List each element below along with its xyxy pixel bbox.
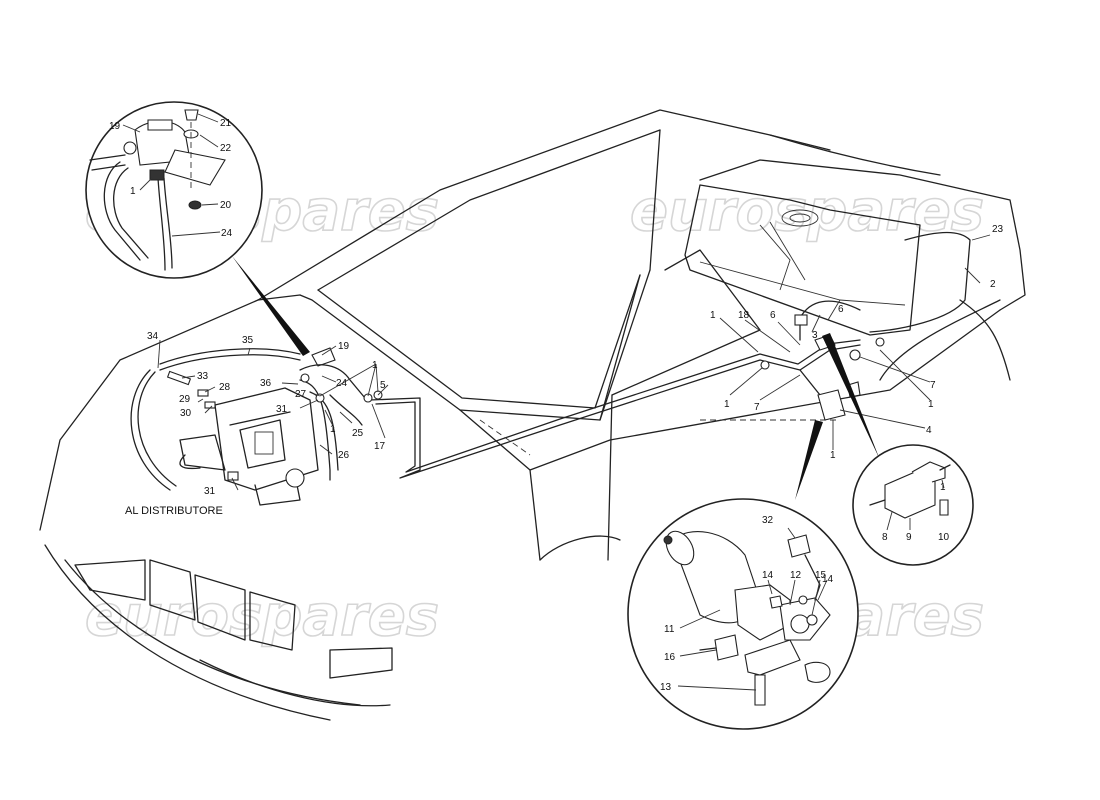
label-1-engine-b: 1: [330, 424, 336, 435]
label-16: 16: [664, 652, 676, 663]
label-1-rear-b: 1: [724, 399, 730, 410]
label-10: 10: [938, 532, 950, 543]
label-4: 4: [926, 425, 932, 436]
detail-fuel-pump: [627, 498, 859, 730]
label-20: 20: [220, 200, 232, 211]
label-22: 22: [220, 143, 232, 154]
label-33: 33: [197, 371, 209, 382]
fuel-lines: [369, 300, 861, 479]
label-31-upper: 31: [276, 404, 288, 415]
label-3: 3: [812, 330, 818, 341]
label-7-a: 7: [754, 402, 760, 413]
label-24-detail: 24: [221, 228, 233, 239]
engine-assembly: [130, 347, 383, 506]
label-19-main: 19: [338, 341, 350, 352]
label-19-detail: 19: [109, 121, 121, 132]
part-labels: 34 35 33 28 29 30 36 19 1 24 27 31 1 25 …: [109, 118, 1004, 693]
label-14-a: 14: [762, 570, 774, 581]
label-1-rear-d: 1: [830, 450, 836, 461]
label-24-main: 24: [336, 378, 348, 389]
label-12: 12: [790, 570, 802, 581]
label-32: 32: [762, 515, 774, 526]
label-1-filter: 1: [940, 482, 946, 493]
leader-lines: [157, 234, 991, 491]
label-18: 18: [738, 310, 750, 321]
label-27: 27: [295, 389, 307, 400]
label-21: 21: [220, 118, 232, 129]
label-34: 34: [147, 331, 159, 342]
detail-filter: [852, 444, 974, 566]
caption-distributore: AL DISTRIBUTORE: [125, 505, 223, 517]
label-1-rear-c: 1: [928, 399, 934, 410]
label-28: 28: [219, 382, 231, 393]
label-9: 9: [906, 532, 912, 543]
label-36: 36: [260, 378, 272, 389]
detail-regulator: [85, 101, 263, 279]
label-31-lower: 31: [204, 486, 216, 497]
watermark-top-right: eurospares: [630, 179, 984, 244]
pointer-arrows: [232, 256, 880, 500]
label-29: 29: [179, 394, 191, 405]
label-15: 15: [815, 570, 827, 581]
label-6-b: 6: [838, 304, 844, 315]
label-17: 17: [374, 441, 386, 452]
pump-group-rear: [760, 314, 885, 421]
car-body: [39, 109, 1026, 721]
label-6-a: 6: [770, 310, 776, 321]
label-1-engine-a: 1: [372, 360, 378, 371]
label-7-b: 7: [930, 380, 936, 391]
label-1-detail: 1: [130, 186, 136, 197]
label-11: 11: [664, 624, 675, 635]
label-35: 35: [242, 335, 254, 346]
label-13: 13: [660, 682, 672, 693]
label-2: 2: [990, 279, 996, 290]
label-14-b: 14: [822, 574, 834, 585]
label-25: 25: [352, 428, 364, 439]
label-8: 8: [882, 532, 888, 543]
label-26: 26: [338, 450, 350, 461]
label-5: 5: [380, 380, 386, 391]
label-30: 30: [180, 408, 192, 419]
watermark-bottom-left: eurospares: [85, 584, 439, 649]
label-1-rear-a: 1: [710, 310, 716, 321]
label-23: 23: [992, 224, 1004, 235]
fuel-tank: [684, 184, 971, 336]
